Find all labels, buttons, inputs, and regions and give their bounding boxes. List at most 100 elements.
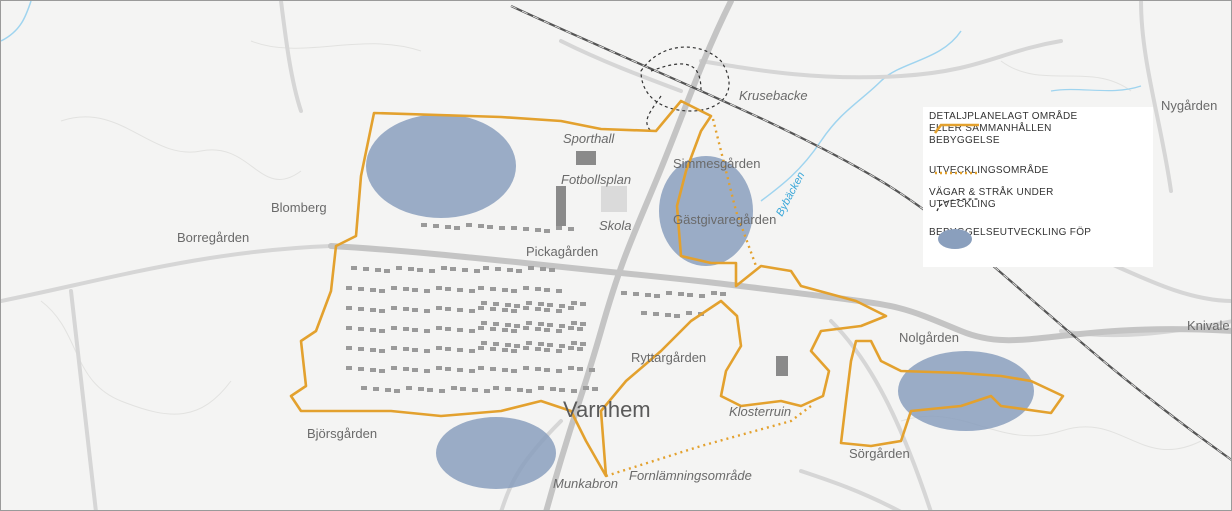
- house: [412, 288, 418, 292]
- house: [417, 268, 423, 272]
- house: [544, 348, 550, 352]
- house: [516, 269, 522, 273]
- house: [358, 327, 364, 331]
- house: [457, 348, 463, 352]
- house: [469, 349, 475, 353]
- house: [370, 288, 376, 292]
- house: [535, 307, 541, 311]
- house: [523, 227, 529, 231]
- house: [511, 329, 517, 333]
- house: [544, 308, 550, 312]
- house: [351, 266, 357, 270]
- house: [678, 292, 684, 296]
- house: [568, 227, 574, 231]
- house: [502, 348, 508, 352]
- house: [526, 301, 532, 305]
- place-label-bjorsgarden: Björsgården: [307, 426, 378, 441]
- house: [502, 328, 508, 332]
- house-clusters: [346, 223, 726, 393]
- house: [511, 289, 517, 293]
- house: [540, 267, 546, 271]
- house: [346, 326, 352, 330]
- house: [472, 388, 478, 392]
- house: [445, 367, 451, 371]
- house: [502, 368, 508, 372]
- house: [511, 226, 517, 230]
- house: [514, 304, 520, 308]
- house: [375, 268, 381, 272]
- house: [589, 368, 595, 372]
- place-label-blomberg: Blomberg: [271, 200, 327, 215]
- blue-ellipse-icon: [938, 229, 972, 249]
- house: [559, 324, 565, 328]
- house: [674, 314, 680, 318]
- house: [484, 389, 490, 393]
- bybacken-stream: [760, 30, 962, 202]
- house: [583, 386, 589, 390]
- legend-label: BEBYGGELSEUTVECKLING FÖP: [929, 227, 1092, 238]
- house: [523, 306, 529, 310]
- legend-label: UTVECKLINGSOMRÅDE: [929, 165, 1049, 176]
- house: [556, 226, 562, 230]
- house: [379, 349, 385, 353]
- house: [490, 367, 496, 371]
- legend-item-vagar: VÄGAR & STRÅK UNDER UTVECKLING: [929, 187, 1094, 212]
- house: [379, 329, 385, 333]
- house: [445, 327, 451, 331]
- house: [526, 389, 532, 393]
- house: [451, 386, 457, 390]
- house: [462, 268, 468, 272]
- house: [391, 346, 397, 350]
- house: [535, 347, 541, 351]
- house: [454, 226, 460, 230]
- house: [478, 286, 484, 290]
- house: [346, 366, 352, 370]
- house: [450, 267, 456, 271]
- place-label-ryttargarden: Ryttargården: [631, 350, 707, 365]
- house: [535, 327, 541, 331]
- dashed-black-line-icon: [936, 198, 980, 212]
- house: [358, 287, 364, 291]
- house: [457, 328, 463, 332]
- house: [641, 311, 647, 315]
- house: [445, 287, 451, 291]
- house: [441, 266, 447, 270]
- house: [535, 287, 541, 291]
- house: [427, 388, 433, 392]
- house: [621, 291, 627, 295]
- house: [358, 367, 364, 371]
- legend-label: DETALJPLANELAGT OMRÅDE ELLER SAMMANHÅLLE…: [929, 111, 1078, 146]
- house: [550, 387, 556, 391]
- blob-south: [436, 417, 556, 489]
- legend-item-detaljplan: DETALJPLANELAGT OMRÅDE ELLER SAMMANHÅLLE…: [929, 111, 1094, 147]
- house: [418, 387, 424, 391]
- house: [666, 291, 672, 295]
- house: [544, 328, 550, 332]
- house: [346, 286, 352, 290]
- house: [511, 369, 517, 373]
- house: [523, 286, 529, 290]
- place-label-nolgarden: Nolgården: [899, 330, 959, 345]
- house: [538, 342, 544, 346]
- house: [424, 349, 430, 353]
- house: [433, 224, 439, 228]
- house: [568, 346, 574, 350]
- house: [502, 308, 508, 312]
- house: [592, 387, 598, 391]
- house: [424, 329, 430, 333]
- house: [571, 389, 577, 393]
- house: [478, 306, 484, 310]
- house: [495, 267, 501, 271]
- place-label-pickagarden: Pickagården: [526, 244, 599, 259]
- house: [571, 341, 577, 345]
- house: [559, 388, 565, 392]
- house: [487, 225, 493, 229]
- house: [457, 288, 463, 292]
- house: [394, 389, 400, 393]
- house: [406, 386, 412, 390]
- house: [436, 306, 442, 310]
- house: [439, 389, 445, 393]
